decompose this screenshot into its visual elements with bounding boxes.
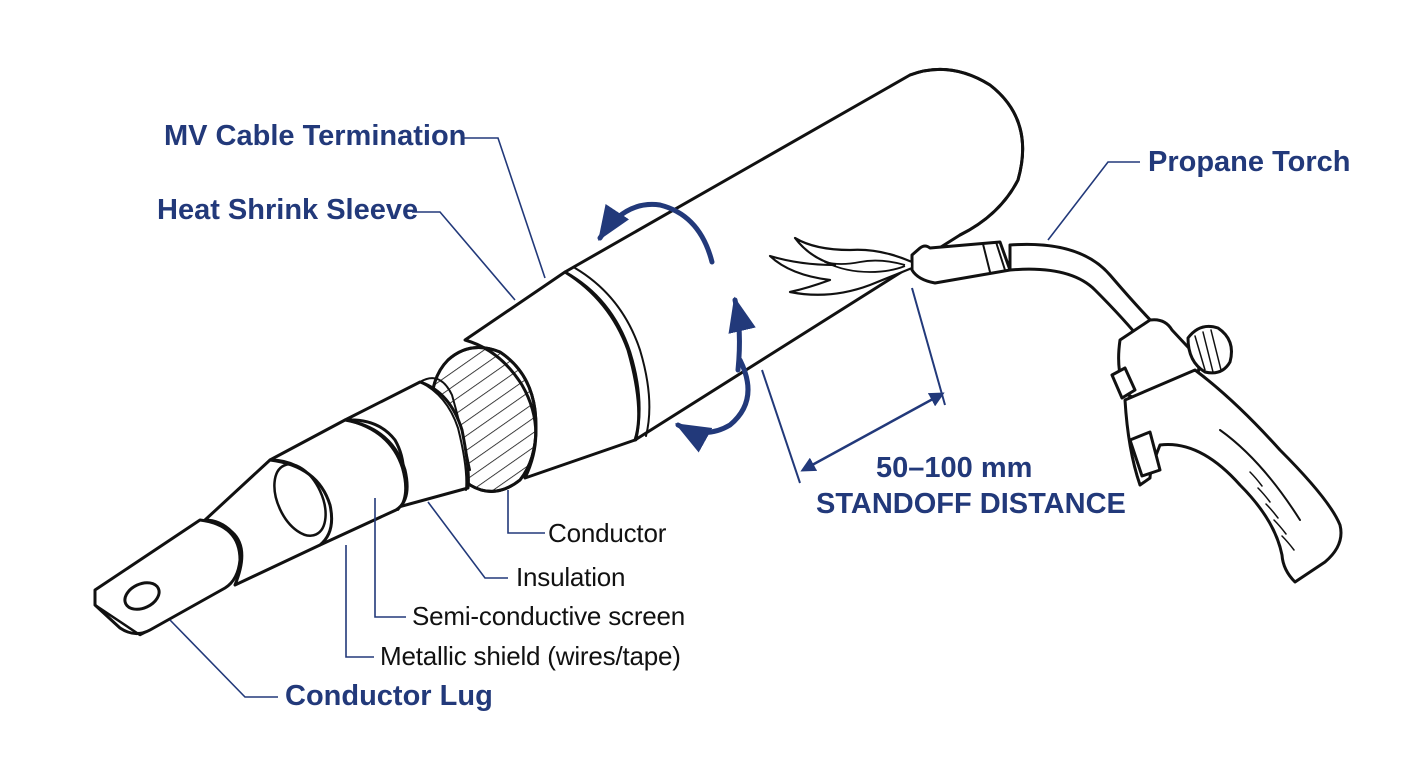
- leader-propane-torch: [1047, 161, 1140, 241]
- conductor-lug-palm: [93, 518, 242, 637]
- label-heat-shrink-sleeve: Heat Shrink Sleeve: [157, 194, 419, 226]
- label-conductor-lug: Conductor Lug: [285, 680, 493, 712]
- dimension-arrow-icon: [761, 287, 946, 484]
- label-semi-conductive-screen: Semi-conductive screen: [412, 601, 686, 631]
- leader-mv-cable: [462, 137, 546, 279]
- flame-icon: [768, 236, 914, 296]
- leader-lines: [169, 137, 1140, 698]
- label-metallic-shield: Metallic shield (wires/tape): [380, 641, 681, 671]
- label-standoff-value: 50–100 mm: [876, 452, 1033, 484]
- label-insulation: Insulation: [516, 562, 626, 592]
- leader-metallic-shield: [345, 545, 374, 658]
- label-standoff-distance: STANDOFF DISTANCE: [816, 488, 1126, 520]
- insulation-step: [343, 380, 470, 510]
- label-mv-cable-termination: MV Cable Termination: [164, 120, 467, 152]
- leader-insulation: [427, 501, 508, 579]
- conductor-lug-barrel: [203, 458, 334, 587]
- leader-conductor: [507, 490, 545, 534]
- propane-torch: [910, 240, 1343, 584]
- label-propane-torch: Propane Torch: [1148, 146, 1351, 178]
- leader-conductor-lug: [169, 619, 278, 698]
- leader-semi-con: [374, 498, 406, 618]
- leader-heat-shrink: [412, 211, 516, 301]
- label-conductor: Conductor: [548, 518, 667, 548]
- rotation-arrow-icon: [597, 201, 756, 453]
